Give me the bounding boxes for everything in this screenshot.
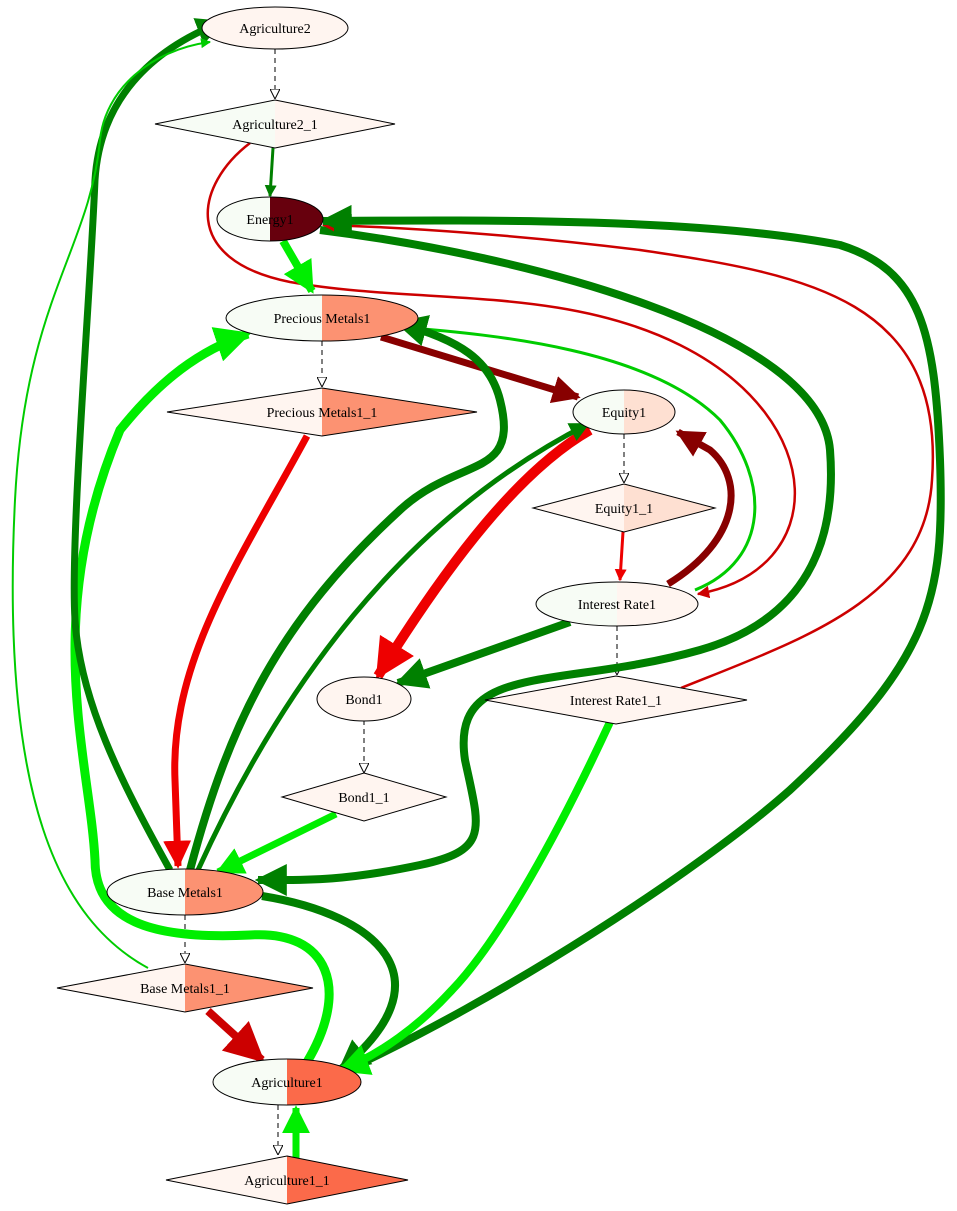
node-equity1[interactable]: Equity1 bbox=[570, 388, 678, 438]
edge-energy1-to-precious-metals1 bbox=[279, 238, 316, 294]
node-equity1_1-label: Equity1_1 bbox=[595, 502, 653, 517]
node-bond1_1[interactable]: Bond1_1 bbox=[280, 772, 448, 822]
nodes: Agriculture2 Agriculture2_1 Energy1 Prec… bbox=[52, 6, 748, 1208]
edge-base-metals1-to-precious-metals1 bbox=[186, 315, 508, 872]
node-precious-metals1_1-label: Precious Metals1_1 bbox=[267, 406, 378, 421]
node-agriculture2-label: Agriculture2 bbox=[239, 22, 311, 37]
edge-equity1_1-to-interest-rate1 bbox=[614, 531, 627, 582]
node-precious-metals1_1[interactable]: Precious Metals1_1 bbox=[160, 385, 482, 440]
node-agriculture1_1[interactable]: Agriculture1_1 bbox=[160, 1152, 414, 1208]
edge-base-metals1-to-agriculture1 bbox=[261, 892, 399, 1074]
edge-interest-rate1-to-bond1 bbox=[394, 618, 572, 689]
edge-agriculture1-to-precious-metals1 bbox=[70, 327, 334, 1065]
edge-agriculture2_1-to-interest-rate1 bbox=[206, 142, 796, 599]
node-base-metals1[interactable]: Base Metals1 bbox=[105, 867, 265, 917]
edge-bond1_1-to-base-metals1 bbox=[215, 810, 338, 876]
edge-interest-rate1-to-precious-metals1 bbox=[398, 320, 757, 592]
edge-base-metals1-to-equity1 bbox=[195, 421, 590, 872]
node-agriculture1_1-label: Agriculture1_1 bbox=[244, 1174, 330, 1189]
edge-interest-rate1_1-to-energy1 bbox=[321, 219, 935, 690]
edge-agriculture2_1-to-energy1 bbox=[264, 147, 277, 198]
node-energy1-label: Energy1 bbox=[246, 213, 293, 228]
edge-interest-rate1_1-to-agriculture1 bbox=[337, 720, 614, 1075]
node-energy1[interactable]: Energy1 bbox=[215, 195, 325, 245]
node-base-metals1_1[interactable]: Base Metals1_1 bbox=[52, 960, 318, 1015]
edges bbox=[11, 18, 945, 1158]
edge-base-metals1-to-agriculture2 bbox=[70, 18, 225, 872]
node-precious-metals1[interactable]: Precious Metals1 bbox=[224, 293, 420, 343]
edge-equity1-to-bond1 bbox=[373, 425, 593, 680]
node-agriculture2[interactable]: Agriculture2 bbox=[201, 6, 349, 50]
node-bond1_1-label: Bond1_1 bbox=[338, 791, 389, 806]
node-equity1-label: Equity1 bbox=[602, 406, 646, 421]
node-base-metals1-label: Base Metals1 bbox=[147, 886, 223, 901]
node-equity1_1[interactable]: Equity1_1 bbox=[530, 480, 718, 535]
node-bond1-label: Bond1 bbox=[345, 693, 382, 708]
node-agriculture2_1[interactable]: Agriculture2_1 bbox=[150, 95, 400, 155]
edge-base-metals1_1-to-agriculture2 bbox=[11, 38, 211, 969]
node-interest-rate1_1[interactable]: Interest Rate1_1 bbox=[484, 675, 748, 725]
edge-precious-metals1_1-to-base-metals1 bbox=[163, 434, 311, 869]
node-interest-rate1-label: Interest Rate1 bbox=[578, 598, 656, 613]
node-agriculture1-label: Agriculture1 bbox=[251, 1076, 323, 1091]
edge-energy1-to-base-metals1 bbox=[254, 226, 835, 897]
edge-base-metals1_1-to-agriculture1 bbox=[205, 1008, 265, 1063]
node-agriculture2_1-label: Agriculture2_1 bbox=[232, 118, 318, 133]
edge-interest-rate1-to-equity1 bbox=[666, 428, 735, 587]
node-bond1[interactable]: Bond1 bbox=[316, 676, 412, 722]
node-interest-rate1_1-label: Interest Rate1_1 bbox=[570, 694, 662, 709]
edge-agriculture1-to-energy1 bbox=[319, 204, 945, 1076]
node-precious-metals1-label: Precious Metals1 bbox=[274, 312, 371, 327]
node-base-metals1_1-label: Base Metals1_1 bbox=[140, 982, 230, 997]
